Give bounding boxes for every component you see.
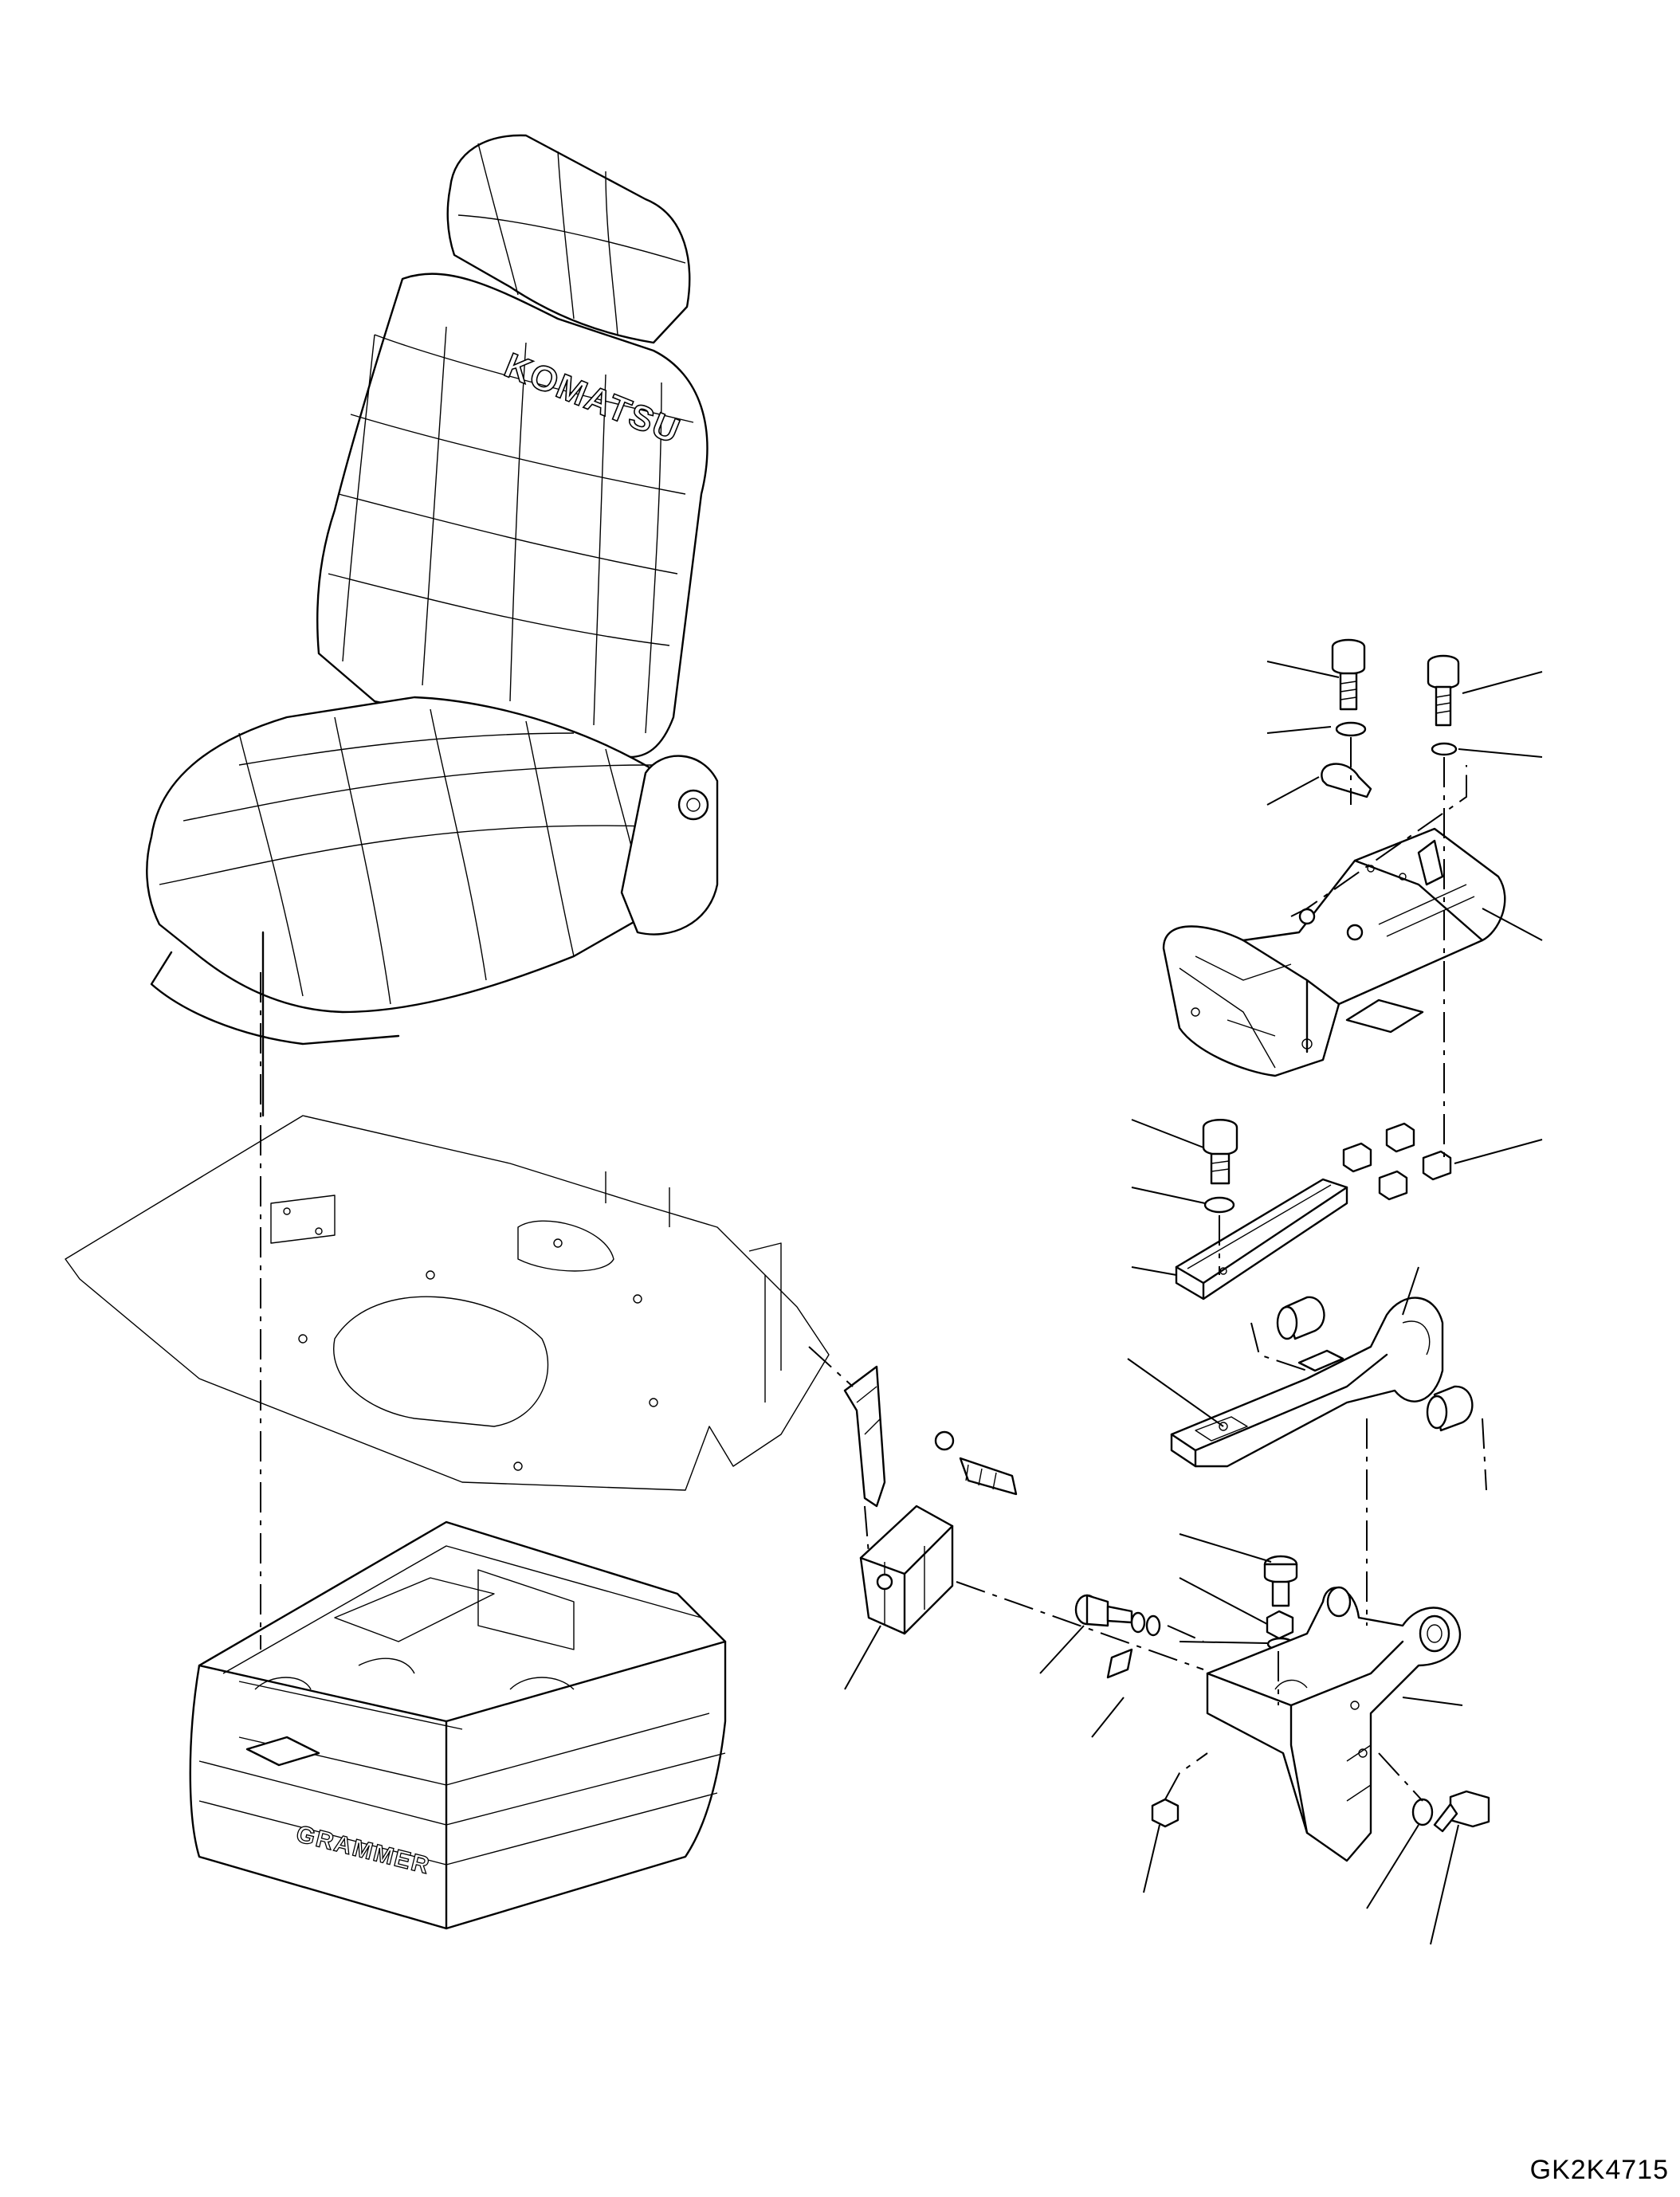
slide-rail-parts — [1202, 1119, 1452, 1214]
callout-leaders — [844, 661, 1543, 1945]
seat-suspension-base: GRAMMER — [189, 1520, 727, 1930]
bracket-clamp — [859, 1505, 954, 1635]
seat-assembly: KOMATSU — [146, 134, 719, 1117]
seat-mounting-plate — [65, 1115, 830, 1491]
lower-fasteners — [1074, 1555, 1490, 1833]
alignment-lines — [260, 737, 1487, 1802]
side-bracket — [843, 1365, 1018, 1508]
fasteners-top — [1321, 638, 1460, 798]
drawing-code: GK2K4715 — [1529, 2155, 1669, 2185]
mounting-stand — [1206, 1586, 1462, 1862]
slide-rail — [1175, 1178, 1348, 1301]
armrest-arm — [1170, 1296, 1474, 1468]
console-bracket — [1162, 827, 1506, 1077]
